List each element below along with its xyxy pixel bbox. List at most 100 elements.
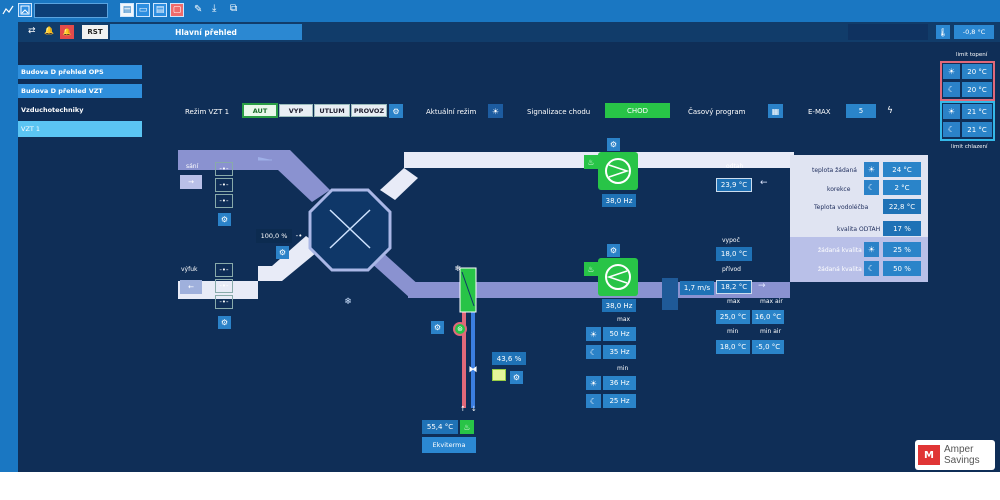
sidebar-item-vzduchotechniky[interactable]: Vzduchotechniky — [21, 106, 84, 114]
damper-icon[interactable]: -•- — [215, 263, 233, 277]
damper-icon[interactable]: -•- — [215, 295, 233, 309]
settings-icon[interactable]: ⚙ — [607, 138, 620, 151]
settings-icon[interactable]: ⚙ — [389, 104, 403, 118]
moon-icon: ☾ — [586, 345, 601, 359]
view-icon[interactable]: ▤ — [153, 3, 167, 17]
min-value[interactable]: 18,0 °C — [716, 340, 750, 354]
sun-icon: ☀ — [864, 242, 879, 257]
desired-quality-day[interactable]: 25 % — [883, 242, 921, 257]
arrow-up-icon: ↑ — [460, 405, 466, 413]
current-mode-label: Aktuální režim — [426, 108, 477, 116]
damper-icon[interactable]: -•- — [215, 194, 233, 208]
list-icon[interactable]: ▤ — [120, 3, 134, 17]
correction-value[interactable]: 2 °C — [883, 180, 921, 195]
outdoor-temp: -0,8 °C — [954, 25, 994, 39]
chart-icon[interactable] — [2, 4, 14, 16]
fan-status-icon: ♨ — [584, 262, 598, 276]
damper-icon[interactable]: -•- — [215, 279, 233, 293]
supply-fan[interactable] — [598, 258, 638, 296]
sun-icon: ☀ — [864, 162, 879, 177]
thermometer-icon: 🌡 — [936, 25, 950, 39]
damper-icon[interactable]: -•- — [215, 162, 233, 176]
settings-icon[interactable]: ⚙ — [276, 246, 289, 259]
arrow-right-icon: → — [180, 175, 202, 189]
pencil-icon[interactable]: ✎ — [194, 4, 203, 15]
copy-icon[interactable]: ⧉ — [230, 3, 238, 14]
time-program-label: Časový program — [688, 108, 746, 116]
exhaust-fan-freq: 38,0 Hz — [602, 194, 636, 207]
alarm-button[interactable]: 🔔 — [60, 25, 74, 39]
lightning-icon[interactable]: ϟ — [887, 106, 893, 116]
bell-icon[interactable]: 🔔 — [44, 26, 54, 35]
desired-quality-night[interactable]: 50 % — [883, 261, 921, 276]
exhaust-label: výfuk — [181, 266, 198, 273]
setpoint-value[interactable]: 24 °C — [883, 162, 921, 177]
setpoint-label: teplota žádaná — [812, 167, 857, 174]
download-icon[interactable]: ⤓ — [212, 3, 217, 14]
max-air-value[interactable]: 16,0 °C — [752, 310, 784, 324]
fan-min-day[interactable]: 36 Hz — [603, 376, 636, 390]
settings-icon[interactable]: ⚙ — [510, 371, 523, 384]
actuator-icon — [492, 369, 506, 381]
table-icon[interactable]: ▭ — [136, 3, 150, 17]
ekviterm-button[interactable]: Ekviterma — [422, 437, 476, 453]
exhaust-fan[interactable] — [598, 152, 638, 190]
mode-vyp-button[interactable]: VYP — [279, 104, 313, 117]
extract-temp: 23,9 °C — [716, 178, 752, 192]
fan-min-night[interactable]: 25 Hz — [603, 394, 636, 408]
header-spacer — [848, 24, 928, 40]
title-field[interactable] — [34, 3, 108, 18]
calc-value: 18,0 °C — [716, 247, 752, 261]
settings-icon[interactable]: ⚙ — [218, 316, 231, 329]
emax-value[interactable]: 5 — [846, 104, 876, 118]
desired-quality-label: žádaná kvalita — [818, 247, 862, 254]
cool-day-value[interactable]: 21 °C — [962, 104, 992, 119]
moon-icon: ☾ — [864, 261, 879, 276]
moon-icon: ☾ — [943, 122, 960, 137]
page-title: Hlavní přehled — [110, 24, 302, 40]
sun-icon: ☀ — [943, 64, 960, 79]
arrow-down-icon: ↓ — [471, 405, 477, 413]
mode-utlum-button[interactable]: UTLUM — [314, 104, 350, 117]
calendar-icon[interactable]: ▦ — [768, 104, 783, 118]
fan-max-night[interactable]: 35 Hz — [603, 345, 636, 359]
max-value[interactable]: 25,0 °C — [716, 310, 750, 324]
air-quality-label: kvalita ODTAH — [837, 226, 881, 233]
heat-day-value[interactable]: 20 °C — [962, 64, 992, 79]
fan-max-day[interactable]: 50 Hz — [603, 327, 636, 341]
max-air-label: max air — [760, 298, 783, 305]
damper-icon[interactable]: -•- — [215, 178, 233, 192]
cooling-limit-label: limit chlazení — [951, 144, 988, 150]
amper-logo: M Amper Savings — [915, 440, 995, 470]
sidebar-item-ops[interactable]: Budova D přehled OPS — [18, 65, 142, 79]
extract-label: odtah — [726, 163, 744, 170]
mode-aut-button[interactable]: AUT — [242, 103, 278, 118]
arrow-left-icon: ← — [760, 178, 768, 188]
swap-icon[interactable]: ⇄ — [28, 26, 36, 36]
rst-button[interactable]: RST — [82, 25, 108, 39]
settings-icon[interactable]: ⚙ — [431, 321, 444, 334]
valve-icon[interactable]: ⧓ — [468, 365, 478, 375]
max-label: max — [727, 298, 741, 305]
mode-provoz-button[interactable]: PROVOZ — [351, 104, 387, 117]
side-strip — [0, 22, 18, 472]
supply-label: přívod — [722, 266, 741, 273]
min-air-value[interactable]: -5,0 °C — [752, 340, 784, 354]
mode-label: Režim VZT 1 — [185, 108, 230, 116]
heating-limit-label: limit topení — [956, 52, 988, 58]
settings-icon[interactable]: ⚙ — [218, 213, 231, 226]
damper-icon[interactable]: -• — [295, 232, 303, 240]
pump-icon[interactable]: ⊛ — [453, 322, 467, 336]
logo-mark: M — [918, 445, 940, 465]
settings-icon[interactable]: ⚙ — [607, 244, 620, 257]
heat-night-value[interactable]: 20 °C — [962, 82, 992, 97]
image-icon[interactable] — [18, 3, 32, 17]
sidebar-item-vzt1[interactable]: VZT 1 — [18, 121, 142, 137]
supply-temp: 18,2 °C — [716, 280, 752, 294]
stop-icon[interactable]: ▢ — [170, 3, 184, 17]
valve-percent: 43,6 % — [492, 352, 526, 365]
cool-night-value[interactable]: 21 °C — [962, 122, 992, 137]
air-speed: 1,7 m/s — [680, 281, 714, 295]
sidebar-item-vzt[interactable]: Budova D přehled VZT — [18, 84, 142, 98]
bypass-value: 100,0 % — [256, 229, 292, 243]
